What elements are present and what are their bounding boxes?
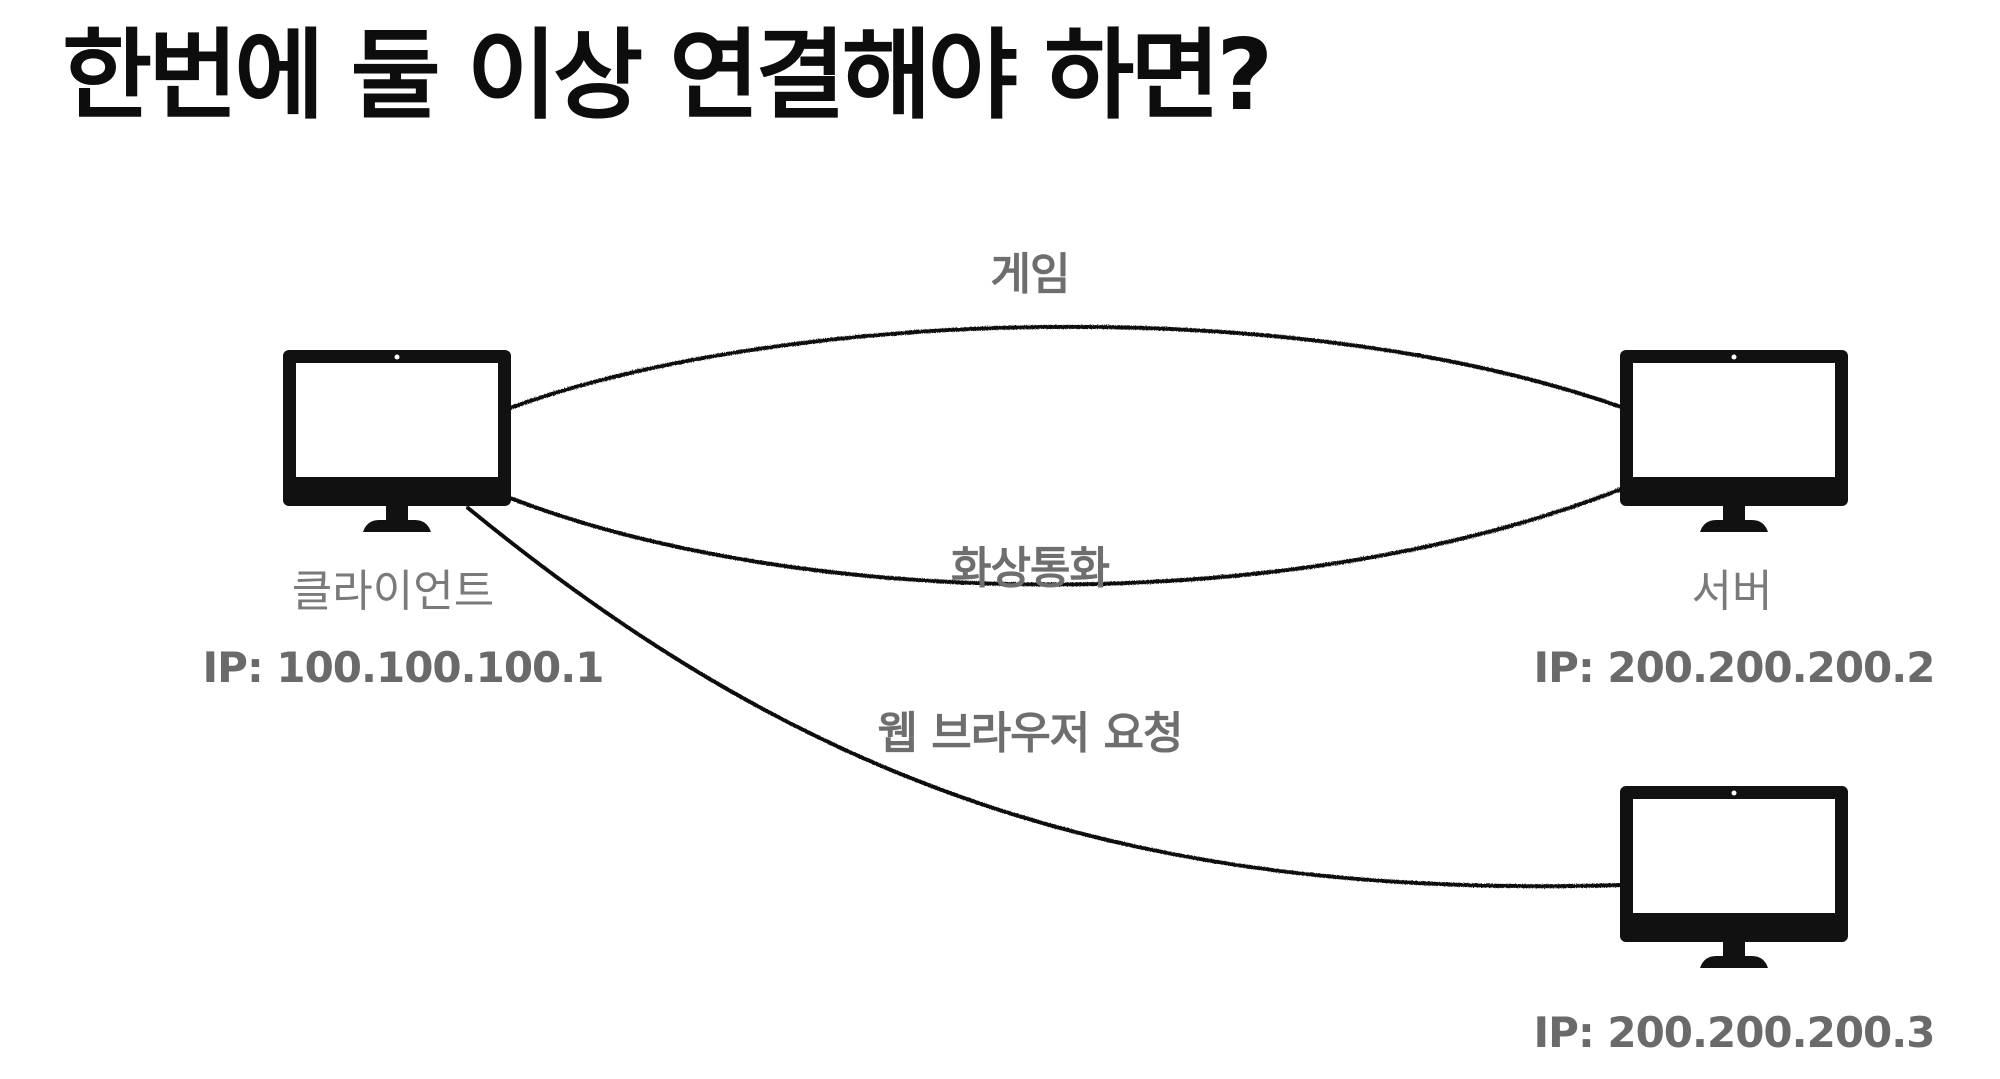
server-computer-icon xyxy=(1620,350,1848,532)
client-ip-label: IP: 100.100.100.1 xyxy=(202,643,605,692)
page-title: 한번에 둘 이상 연결해야 하면? xyxy=(62,19,1273,133)
web-request-connection-line xyxy=(466,506,1626,889)
video-call-connection-line xyxy=(508,486,1626,587)
client-name-label: 클라이언트 xyxy=(291,566,495,617)
client-computer-icon xyxy=(283,350,511,532)
web-request-connection-label: 웹 브라우저 요청 xyxy=(877,708,1184,759)
second-server-computer-icon xyxy=(1620,786,1848,968)
server-name-label: 서버 xyxy=(1691,566,1773,617)
second-server-ip-label: IP: 200.200.200.3 xyxy=(1533,1008,1936,1057)
game-connection-label: 게임 xyxy=(990,249,1071,300)
video-call-connection-label: 화상통화 xyxy=(951,543,1110,594)
server-ip-label: IP: 200.200.200.2 xyxy=(1533,643,1936,692)
game-connection-line xyxy=(508,324,1626,410)
